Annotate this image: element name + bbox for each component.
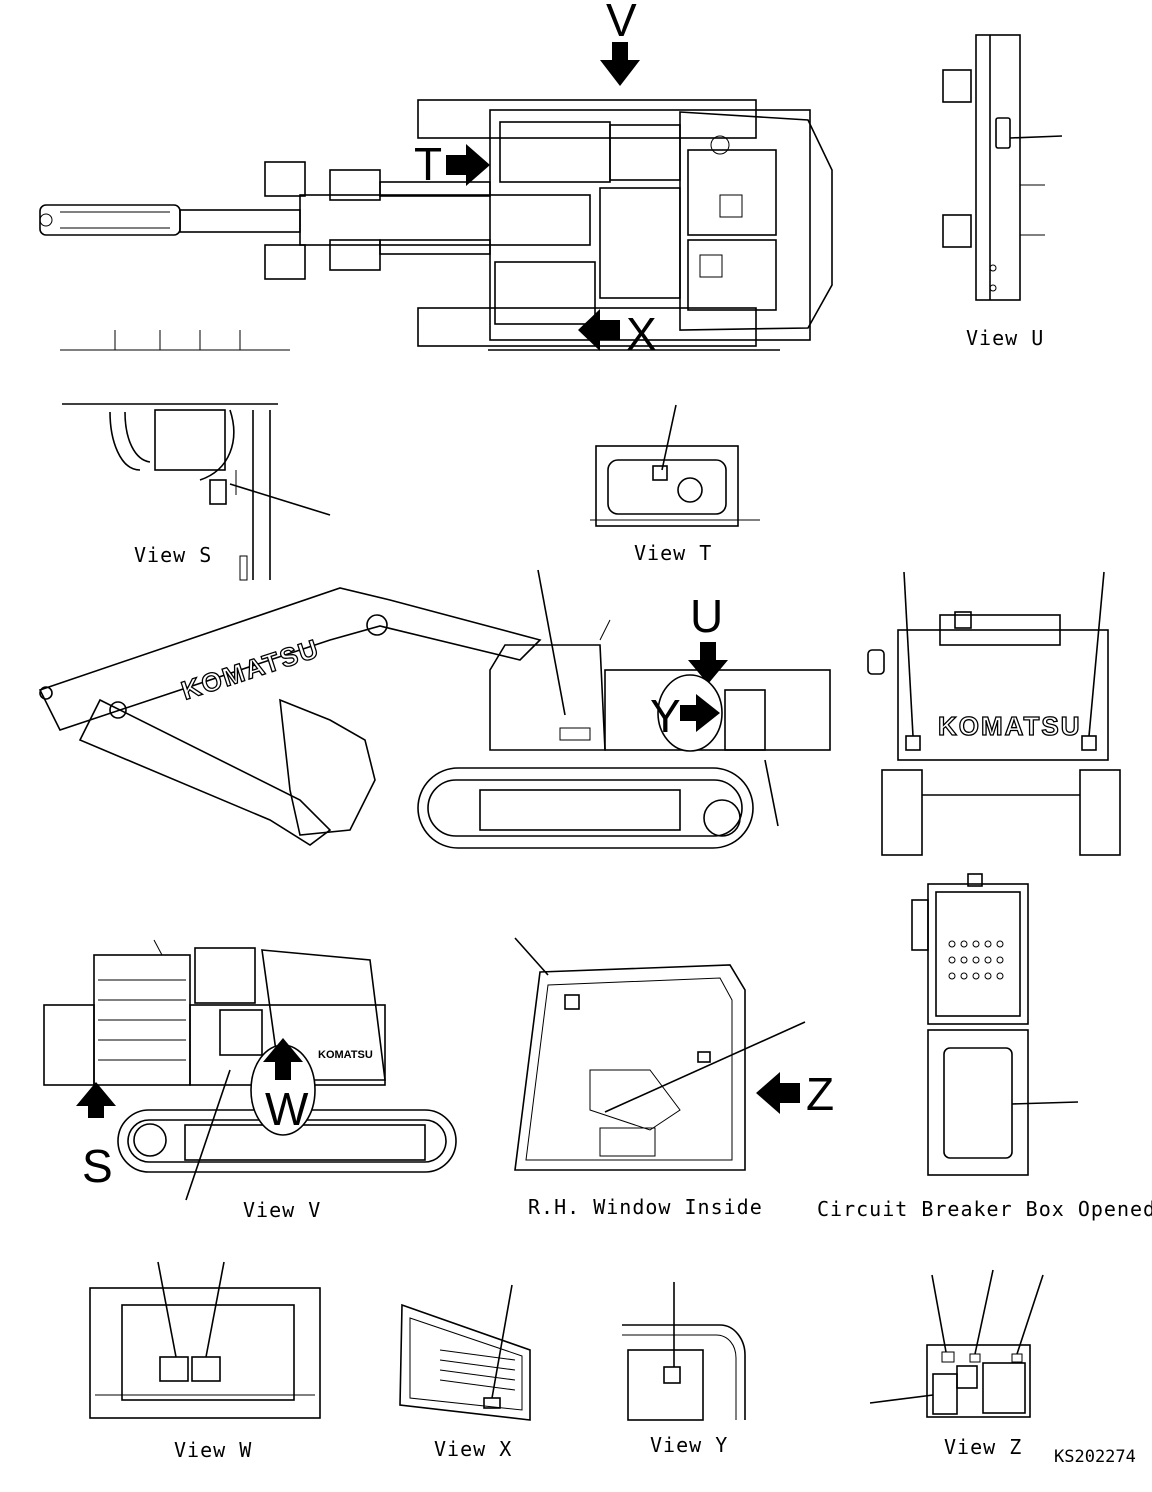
view-x-caption: View X bbox=[434, 1437, 512, 1461]
arrow-z-label: Z bbox=[806, 1068, 834, 1120]
view-z-caption: View Z bbox=[944, 1435, 1022, 1459]
top-view: V T X bbox=[39, 0, 833, 360]
view-z-drawing: View Z bbox=[869, 1269, 1044, 1459]
arrow-u-label: U bbox=[690, 590, 723, 642]
arrow-w-label: W bbox=[265, 1083, 309, 1135]
rear-view: KOMATSU bbox=[867, 571, 1121, 856]
view-v-brand: KOMATSU bbox=[318, 1049, 373, 1061]
rear-brand: KOMATSU bbox=[938, 711, 1082, 741]
view-u-caption: View U bbox=[966, 326, 1044, 350]
breaker-box-drawing: Circuit Breaker Box Opened bbox=[817, 873, 1152, 1221]
boom-brand: KOMATSU bbox=[178, 633, 324, 706]
arrow-y-label: Y bbox=[650, 690, 681, 742]
view-y-caption: View Y bbox=[650, 1433, 728, 1457]
arrow-s-label: S bbox=[82, 1140, 113, 1192]
view-s-caption: View S bbox=[134, 543, 212, 567]
breaker-box-caption: Circuit Breaker Box Opened bbox=[817, 1197, 1152, 1221]
view-x-drawing: View X bbox=[399, 1284, 531, 1461]
view-t-caption: View T bbox=[634, 541, 712, 565]
arrow-x-label: X bbox=[626, 308, 657, 360]
view-w-drawing: View W bbox=[89, 1261, 321, 1462]
view-w-caption: View W bbox=[174, 1438, 252, 1462]
drawing-code: KS202274 bbox=[1054, 1447, 1136, 1467]
arrow-t-label: T bbox=[414, 138, 442, 190]
rh-window-drawing: Z R.H. Window Inside bbox=[514, 937, 834, 1219]
view-s-drawing: View S bbox=[62, 403, 331, 581]
side-view: KOMATSU U Y bbox=[38, 569, 831, 849]
view-v-drawing: KOMATSU W S View V bbox=[43, 939, 457, 1222]
view-t-drawing: View T bbox=[590, 404, 760, 565]
view-y-drawing: View Y bbox=[622, 1282, 746, 1457]
view-u-drawing: View U bbox=[942, 34, 1063, 350]
view-v-caption: View V bbox=[243, 1198, 321, 1222]
rh-window-caption: R.H. Window Inside bbox=[528, 1195, 763, 1219]
arrow-v-label: V bbox=[606, 0, 637, 46]
